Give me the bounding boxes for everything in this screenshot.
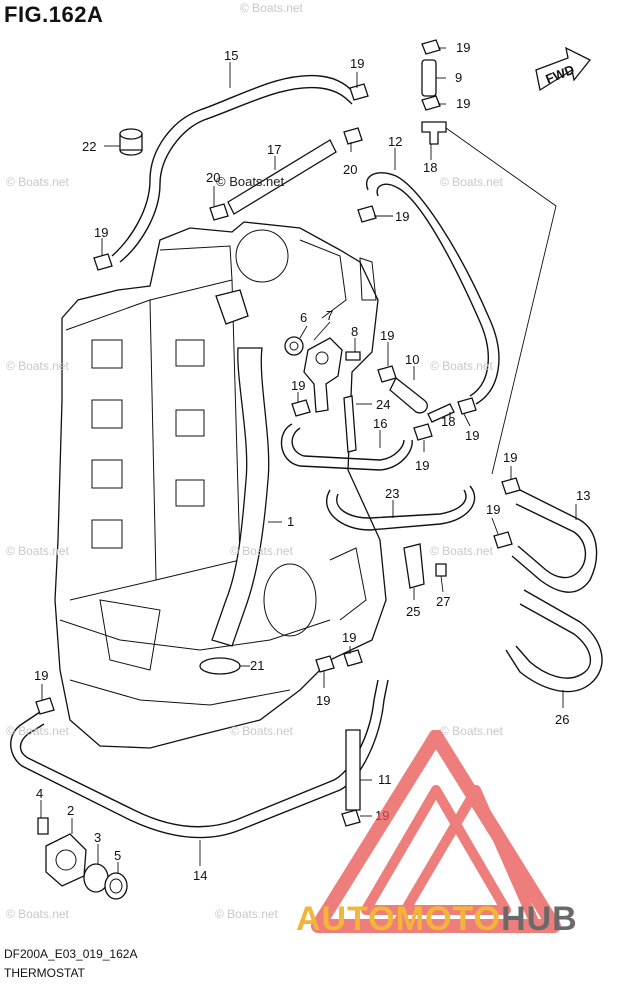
thermostat-6 [284, 336, 304, 356]
bracket-24 [343, 395, 357, 453]
callout-11: 11 [378, 772, 392, 787]
figure-title: FIG.162A [4, 2, 104, 27]
callout-2: 2 [67, 803, 74, 818]
callout-19-e: 19 [94, 225, 108, 240]
callout-19-f: 19 [380, 328, 394, 343]
callout-14: 14 [193, 868, 207, 883]
bracket-25 [403, 543, 425, 589]
callout-20-b: 20 [206, 170, 220, 185]
callout-19-a: 19 [350, 56, 364, 71]
callout-25: 25 [406, 604, 420, 619]
thermostat-cover-7 [303, 337, 343, 413]
watermark: © Boats.net [215, 907, 279, 921]
hose-12 [365, 172, 500, 405]
hose-23 [325, 485, 476, 531]
callout-23: 23 [385, 486, 399, 501]
callout-12: 12 [388, 134, 402, 149]
callout-18-b: 18 [441, 414, 455, 429]
callout-7: 7 [326, 308, 333, 323]
callout-20-a: 20 [343, 162, 357, 177]
wordmark-hub: HUB [501, 900, 578, 938]
hose-16 [280, 423, 413, 471]
figure-code: DF200A_E03_019_162A [4, 947, 138, 961]
joint-18-mid [427, 403, 455, 423]
engine-block [54, 221, 387, 749]
watermark: © Boats.net [6, 724, 70, 738]
hose-1 [211, 347, 270, 647]
callout-26: 26 [555, 712, 569, 727]
callout-21: 21 [250, 658, 264, 673]
callout-19-b: 19 [456, 40, 470, 55]
leader-lines [40, 47, 577, 874]
hose-9 [421, 59, 437, 97]
callout-19-l: 19 [342, 630, 356, 645]
watermark: © Boats.net [240, 1, 304, 15]
joint-18-top [421, 121, 447, 145]
callout-19-c: 19 [456, 96, 470, 111]
callout-15: 15 [224, 48, 238, 63]
watermark: © Boats.net [6, 907, 70, 921]
grommet-22 [119, 128, 143, 156]
hose-26 [505, 589, 603, 693]
watermark: © Boats.net [440, 175, 504, 189]
callout-18-a: 18 [423, 160, 437, 175]
callout-6: 6 [300, 310, 307, 325]
hose-14 [10, 679, 389, 839]
hose-11 [345, 729, 361, 811]
figure-name: THERMOSTAT [4, 966, 85, 980]
watermark: © Boats.net [6, 359, 70, 373]
hose-13 [511, 489, 598, 593]
callout-5: 5 [114, 848, 121, 863]
callout-19-m: 19 [34, 668, 48, 683]
callout-19-g: 19 [291, 378, 305, 393]
bolt-8 [345, 351, 361, 361]
callout-19-d: 19 [395, 209, 409, 224]
watermark: © Boats.net [230, 544, 294, 558]
callout-9: 9 [455, 70, 462, 85]
callout-1: 1 [287, 514, 294, 529]
hose-10 [389, 376, 428, 414]
watermark: © Boats.net [230, 724, 294, 738]
o-ring-3 [83, 863, 109, 893]
hose-15 [111, 74, 357, 257]
wordmark-auto: AUTOMOTO [296, 900, 502, 938]
automotohub-wordmark: AUTOMOTOHUB [296, 900, 578, 939]
watermark: © Boats.net [6, 175, 70, 189]
clamps [35, 39, 521, 827]
cap-5 [104, 872, 128, 900]
site-watermarks: © Boats.net © Boats.net © Boats.net © Bo… [6, 1, 504, 921]
callout-19-k: 19 [486, 502, 500, 517]
cover-2 [45, 833, 87, 887]
clamp-21 [199, 657, 241, 675]
callout-16: 16 [373, 416, 387, 431]
callout-19-j: 19 [503, 450, 517, 465]
callout-8: 8 [351, 324, 358, 339]
callout-22: 22 [82, 139, 96, 154]
callout-19-i: 19 [415, 458, 429, 473]
hose-17 [227, 139, 337, 215]
watermark: © Boats.net [440, 724, 504, 738]
watermark: © Boats.net [430, 359, 494, 373]
callout-24: 24 [376, 397, 390, 412]
bolt-4 [37, 817, 49, 835]
watermark-inline: © Boats.net [216, 174, 285, 189]
callout-27: 27 [436, 594, 450, 609]
callout-19-h: 19 [465, 428, 479, 443]
bolt-27 [435, 563, 447, 577]
callout-10: 10 [405, 352, 419, 367]
callout-3: 3 [94, 830, 101, 845]
automotohub-logo [311, 730, 561, 933]
callout-4: 4 [36, 786, 43, 801]
watermark: © Boats.net [430, 544, 494, 558]
callout-13: 13 [576, 488, 590, 503]
forward-arrow-icon: FWD [535, 46, 592, 92]
callout-17: 17 [267, 142, 281, 157]
watermark: © Boats.net [6, 544, 70, 558]
callout-19-n: 19 [316, 693, 330, 708]
